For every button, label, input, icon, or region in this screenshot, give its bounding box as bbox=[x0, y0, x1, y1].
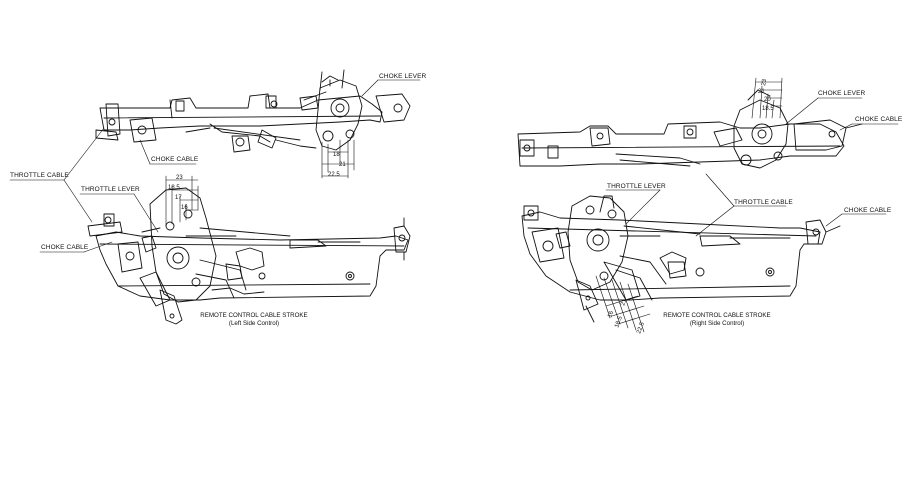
left-top-dim-texts: 18 21 22.5 bbox=[328, 152, 346, 178]
dim-label: 18.5 bbox=[762, 106, 774, 112]
left-caption: REMOTE CONTROL CABLE STROKE (Left Side C… bbox=[196, 312, 312, 328]
left-upper-bracket bbox=[96, 70, 410, 152]
right-throttle-lever-label: THROTTLE LEVER bbox=[607, 183, 666, 190]
dim-label: 21 bbox=[758, 89, 765, 95]
right-throttle-cable-label: THROTTLE CABLE bbox=[734, 199, 793, 206]
dim-label: 18.5 bbox=[168, 185, 180, 191]
left-choke-cable-bottom-label: CHOKE CABLE bbox=[41, 244, 89, 251]
left-bottom-dim-texts: 23 18.5 17 16 bbox=[168, 175, 188, 211]
dim-label: 16 bbox=[181, 205, 188, 211]
left-top-dimension-lines bbox=[322, 140, 354, 178]
left-leader-lines bbox=[10, 80, 420, 252]
right-leader-lines bbox=[606, 98, 898, 236]
left-choke-lever-label: CHOKE LEVER bbox=[379, 73, 427, 80]
dim-label: 20 bbox=[764, 97, 771, 103]
dim-label: 18 bbox=[333, 152, 340, 158]
dim-label: 21 bbox=[339, 162, 346, 168]
right-upper-bracket bbox=[518, 90, 862, 168]
dim-label: 16 bbox=[607, 310, 615, 319]
right-top-dimension-lines bbox=[752, 78, 782, 118]
right-caption: REMOTE CONTROL CABLE STROKE (Right Side … bbox=[658, 312, 776, 328]
right-choke-lever-label: CHOKE LEVER bbox=[818, 90, 866, 97]
left-lower-base bbox=[88, 188, 410, 324]
dim-label: 23 bbox=[176, 175, 183, 181]
right-caption-title: REMOTE CONTROL CABLE STROKE bbox=[663, 312, 771, 319]
dim-label: 21 bbox=[620, 298, 628, 307]
dim-label: 22.5 bbox=[636, 321, 646, 335]
right-choke-cable-top-label: CHOKE CABLE bbox=[855, 116, 903, 123]
right-top-dim-texts: 23 21 20 18.5 bbox=[758, 78, 774, 112]
dim-label: 22.5 bbox=[328, 172, 340, 178]
left-bottom-dimension-lines bbox=[166, 176, 198, 226]
left-throttle-lever-label: THROTTLE LEVER bbox=[81, 186, 140, 193]
left-throttle-cable-label: THROTTLE CABLE bbox=[10, 172, 69, 179]
right-caption-subtitle: (Right Side Control) bbox=[689, 320, 745, 327]
left-caption-subtitle: (Left Side Control) bbox=[228, 320, 280, 327]
left-choke-cable-top-label: CHOKE CABLE bbox=[151, 156, 199, 163]
right-bottom-dim-texts: 16 18.5 21 22.5 bbox=[607, 298, 646, 335]
right-choke-cable-bottom-label: CHOKE CABLE bbox=[844, 207, 892, 214]
right-bottom-dimension-lines bbox=[596, 276, 650, 332]
left-caption-title: REMOTE CONTROL CABLE STROKE bbox=[200, 312, 308, 319]
dim-label: 18.5 bbox=[614, 315, 624, 329]
dim-label: 17 bbox=[175, 195, 182, 201]
right-lower-base bbox=[522, 196, 840, 322]
dim-label: 23 bbox=[761, 78, 768, 86]
